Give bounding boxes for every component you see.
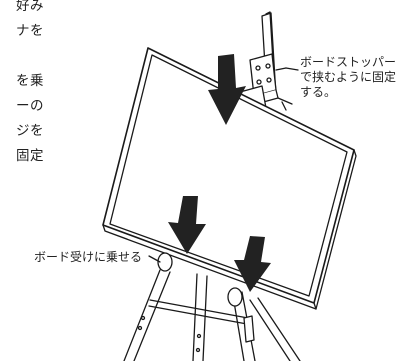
- rest-leader-line: [148, 255, 161, 263]
- instruction-line-4: を乗: [16, 73, 44, 89]
- instruction-text: 好み ナを を乗 ーの ジを 固定: [4, 0, 44, 169]
- board-stopper-line-1: ボードストッパー: [300, 55, 397, 69]
- arrow-down-icon: [168, 196, 206, 254]
- stopper-leader-line: [285, 67, 299, 71]
- instruction-line-7: 固定: [16, 148, 44, 164]
- board-stopper-line-2: で挟むように固定: [300, 70, 397, 84]
- board-rest-label: ボード受けに乗せる: [34, 250, 143, 264]
- arrow-down-icon: [234, 236, 271, 292]
- instruction-line-1: 好み: [16, 0, 44, 14]
- board-rest-callout: ボード受けに乗せる: [34, 250, 142, 265]
- instruction-line-6: ジを: [16, 123, 44, 139]
- instruction-line-5: ーの: [16, 98, 44, 114]
- instruction-line-2: ナを: [16, 23, 44, 39]
- board-stopper-line-3: する。: [300, 85, 337, 99]
- board: [102, 47, 357, 310]
- arrow-down-icon: [208, 54, 246, 125]
- board-stopper-callout: ボードストッパー で挟むように固定 する。: [300, 55, 396, 100]
- board-rests: [157, 252, 243, 307]
